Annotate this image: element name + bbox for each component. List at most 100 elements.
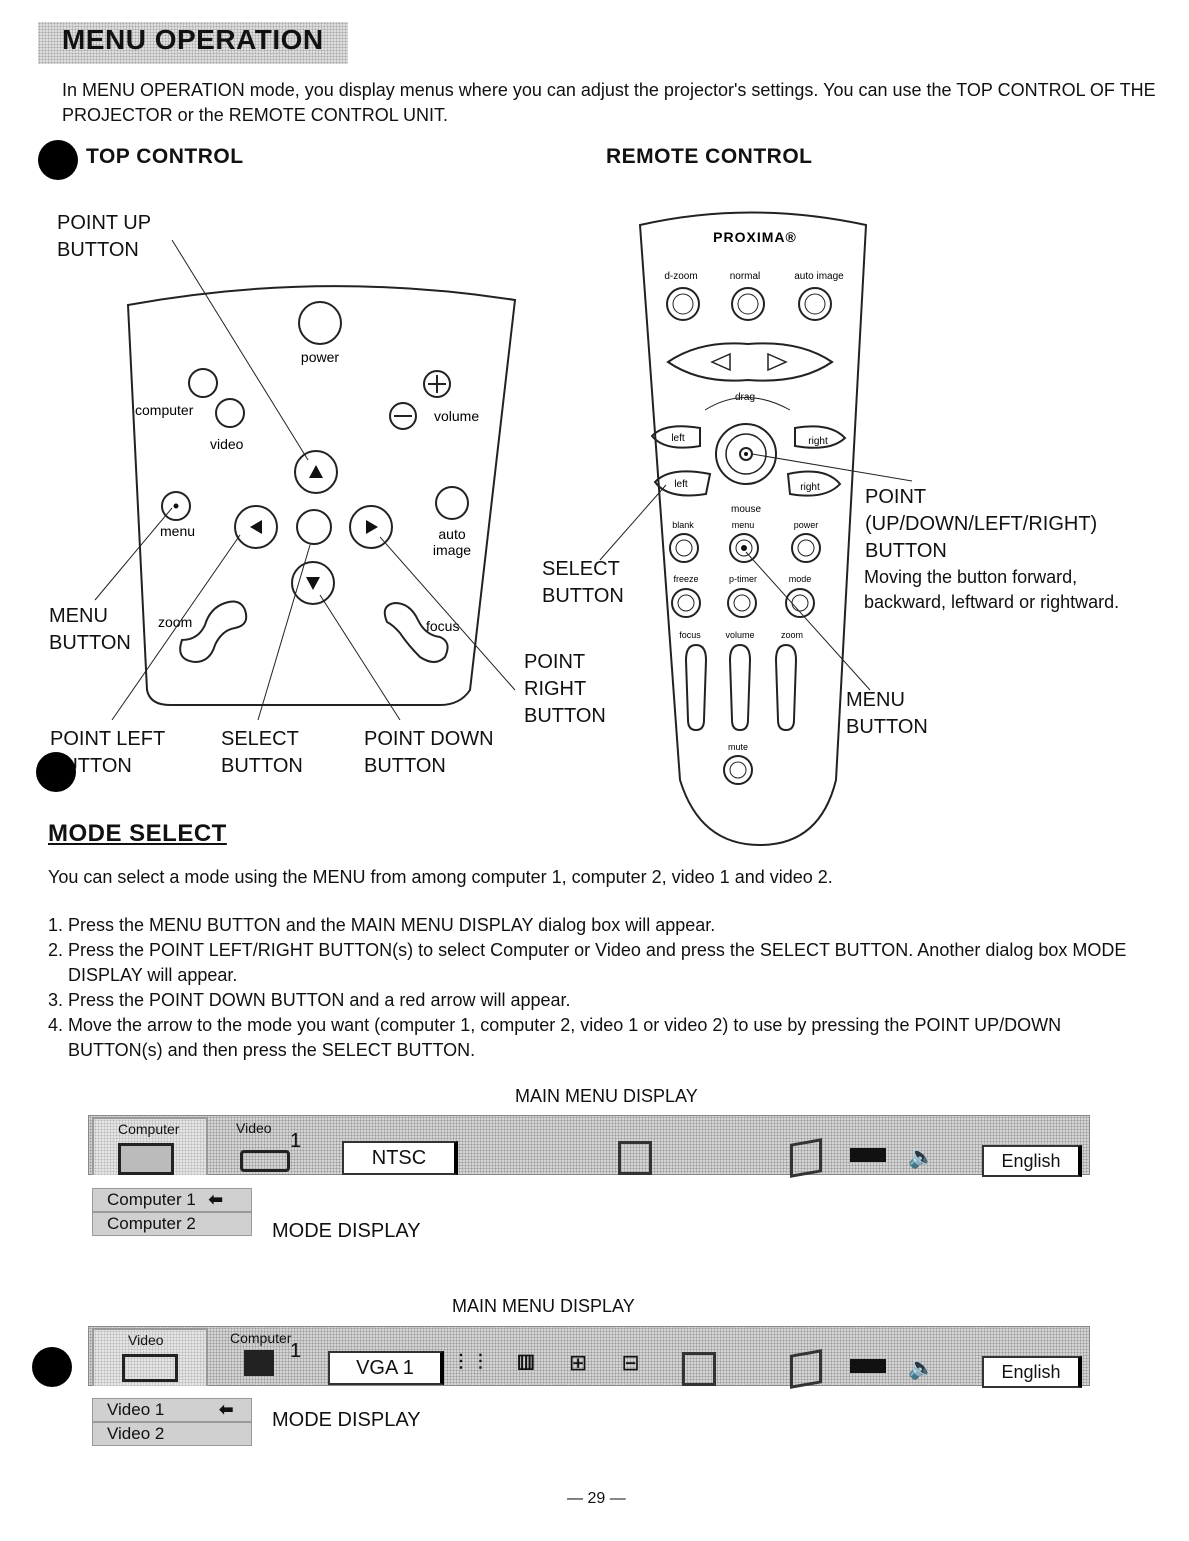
focus-remote-label: focus xyxy=(679,630,701,640)
video-icon xyxy=(240,1150,290,1172)
left-label: left xyxy=(671,433,685,444)
right-label: right xyxy=(808,436,828,447)
point-right-button-icon xyxy=(349,505,393,549)
menu-label: menu xyxy=(160,523,195,539)
mode-display-caption-2: MODE DISPLAY xyxy=(272,1409,421,1431)
left-arrow-icon: ⬅ xyxy=(208,1190,223,1209)
volume-label: volume xyxy=(434,408,479,424)
video-label: video xyxy=(210,436,244,452)
computer-icon xyxy=(244,1350,274,1376)
zoom-rocker-icon xyxy=(179,600,248,664)
mode-select-heading: MODE SELECT xyxy=(48,820,227,847)
step-item: 3. Press the POINT DOWN BUTTON and a red… xyxy=(48,990,571,1010)
tab-computer[interactable]: Computer xyxy=(230,1330,292,1346)
tab-computer[interactable]: Computer xyxy=(92,1117,208,1175)
remote-point-label: POINT (UP/DOWN/LEFT/RIGHT) BUTTON xyxy=(865,486,1098,562)
step-item: 4. Move the arrow to the mode you want (… xyxy=(48,1015,1062,1060)
step-item: 1. Press the MENU BUTTON and the MAIN ME… xyxy=(48,915,716,935)
menu-remote-button-icon xyxy=(729,533,759,563)
point-up-button-icon xyxy=(294,450,338,494)
main-menu-caption-2: MAIN MENU DISPLAY xyxy=(452,1296,635,1316)
projector-icon[interactable] xyxy=(850,1148,886,1162)
video-icon xyxy=(122,1354,178,1382)
zoom-label: zoom xyxy=(158,614,192,630)
remote-body-icon xyxy=(638,211,868,847)
mode-select-intro: You can select a mode using the MENU fro… xyxy=(48,867,833,887)
point-left-button-icon xyxy=(234,505,278,549)
menu-button-icon xyxy=(161,491,191,521)
speaker-icon[interactable]: 🔈 xyxy=(908,1355,936,1380)
normal-label: normal xyxy=(730,271,761,282)
projector-setting-icon[interactable] xyxy=(790,1349,822,1389)
tab-label: Video xyxy=(128,1332,164,1348)
mute-label: mute xyxy=(728,742,748,752)
freeze-label: freeze xyxy=(673,574,698,584)
bullet-dot-3 xyxy=(32,1347,72,1387)
zoom-remote-label: zoom xyxy=(781,630,803,640)
mode-item-label: Video 1 xyxy=(107,1400,165,1419)
mode-item-label: Computer 1 xyxy=(107,1190,196,1209)
menu-remote-label: menu xyxy=(732,520,755,530)
video-button-icon xyxy=(215,398,245,428)
steps-list: 1. Press the MENU BUTTON and the MAIN ME… xyxy=(48,913,1158,1063)
screen-icon[interactable] xyxy=(618,1141,652,1175)
mode-item[interactable]: Video 2 xyxy=(92,1422,252,1446)
mode-label: mode xyxy=(789,574,812,584)
menu-button-label: MENU BUTTON xyxy=(49,605,131,654)
volume-minus-icon xyxy=(389,402,417,430)
focus-label: focus xyxy=(426,618,459,634)
select-button-icon xyxy=(296,509,332,545)
remote-point-description: Moving the button forward, backward, lef… xyxy=(864,567,1120,612)
mouse-label: mouse xyxy=(731,504,761,515)
mode-display-caption-1: MODE DISPLAY xyxy=(272,1220,421,1242)
language-field[interactable]: English xyxy=(982,1145,1082,1177)
signal-field[interactable]: VGA 1 xyxy=(328,1351,444,1385)
projector-setting-icon[interactable] xyxy=(790,1138,822,1178)
tab-video[interactable]: Video xyxy=(236,1120,272,1136)
mode-item[interactable]: Computer 1 ⬅ xyxy=(92,1188,252,1212)
top-control-diagram: power computer video volume menu auto im… xyxy=(94,239,517,721)
auto-label: auto xyxy=(438,526,465,542)
volume-remote-label: volume xyxy=(725,630,754,640)
point-up-label: POINT UP BUTTON xyxy=(57,212,152,261)
projector-icon[interactable] xyxy=(850,1359,886,1373)
point-down-label: POINT DOWN BUTTON xyxy=(364,728,494,777)
computer-button-icon xyxy=(188,368,218,398)
signal-field[interactable]: NTSC xyxy=(342,1141,458,1175)
input-number: 1 xyxy=(290,1130,302,1152)
point-right-label: POINT RIGHT BUTTON xyxy=(524,651,606,727)
remote-menu-label: MENU BUTTON xyxy=(846,689,928,738)
page-rocker-icon xyxy=(666,342,834,382)
intro-paragraph: In MENU OPERATION mode, you display menu… xyxy=(62,80,1156,125)
main-menu-bar-2 xyxy=(88,1326,1090,1386)
adjust-icons[interactable]: ⫶⫶ ▥ ⊞ ⊟ xyxy=(458,1350,654,1375)
tab-label: Computer xyxy=(118,1121,180,1137)
mouse-left-label: left xyxy=(674,479,688,490)
computer-label: computer xyxy=(135,402,194,418)
auto-image-button-icon xyxy=(435,486,469,520)
main-menu-bar-1 xyxy=(88,1115,1090,1175)
select-button-label: SELECT BUTTON xyxy=(221,728,303,777)
mouse-right-label: right xyxy=(800,482,820,493)
left-arrow-icon: ⬅ xyxy=(219,1400,234,1419)
tab-video[interactable]: Video xyxy=(92,1328,208,1386)
image-label: image xyxy=(433,542,471,558)
blank-label: blank xyxy=(672,520,694,530)
speaker-icon[interactable]: 🔈 xyxy=(908,1144,936,1169)
power-remote-label: power xyxy=(794,520,819,530)
mode-item[interactable]: Video 1 ⬅ xyxy=(92,1398,252,1422)
point-down-button-icon xyxy=(291,561,335,605)
screen-icon[interactable] xyxy=(682,1352,716,1386)
title-background xyxy=(38,22,348,64)
page-number: — 29 — xyxy=(567,1490,626,1507)
brand-label: PROXIMA® xyxy=(713,229,797,245)
point-disc-icon xyxy=(715,423,777,485)
bullet-dot xyxy=(38,140,78,180)
computer-icon xyxy=(118,1143,174,1175)
mode-item[interactable]: Computer 2 xyxy=(92,1212,252,1236)
page-title: MENU OPERATION xyxy=(62,24,324,55)
input-number: 1 xyxy=(290,1340,302,1362)
volume-plus-icon xyxy=(423,370,451,398)
remote-control-heading: REMOTE CONTROL xyxy=(606,145,813,168)
language-field[interactable]: English xyxy=(982,1356,1082,1388)
